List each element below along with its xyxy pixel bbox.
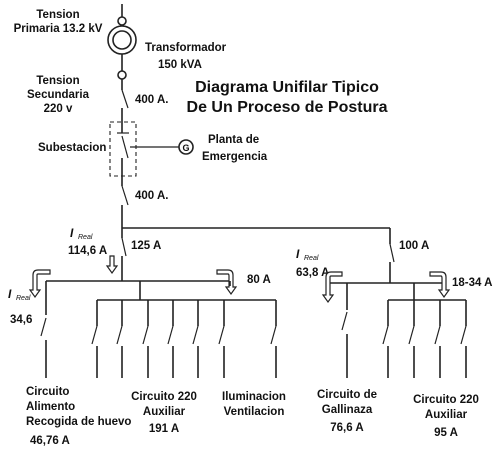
load-label-line: Circuito 220: [413, 394, 479, 406]
load-label-line: Ventilacion: [224, 406, 285, 418]
generator-label-line-2: Emergencia: [202, 151, 268, 163]
right-panel-branches: [341, 283, 467, 378]
right-panel-left-current-arrow: [321, 271, 343, 304]
transformer-label: Transformador: [145, 42, 227, 54]
substation-breaker-symbol: [121, 176, 129, 228]
main-breaker-symbol: [121, 79, 129, 122]
left-feeder-current-arrow: [105, 255, 119, 275]
left-panel-80a-arrow: [216, 269, 238, 296]
right-panel-18-34a-rating: 18-34 A: [452, 277, 493, 289]
load-label-line: Auxiliar: [425, 409, 468, 421]
substation-breaker-rating: 400 A.: [135, 190, 168, 202]
right-feeder-current-value: 63,8 A: [296, 267, 329, 279]
substation-box: [109, 121, 137, 177]
load-label-line: Alimento: [26, 401, 75, 413]
left-feeder-current-symbol: I: [70, 226, 74, 240]
secondary-voltage-label-line-2: Secundaria: [27, 89, 90, 101]
left-feeder-current-value: 114,6 A: [68, 245, 107, 257]
primary-voltage-label-line-1: Tension: [36, 9, 79, 21]
left-feeder-current-subscript: Real: [78, 234, 93, 241]
substation-switch: [117, 122, 129, 176]
left-subpanel-current-subscript: Real: [16, 295, 31, 302]
left-subpanel-current-symbol: I: [8, 287, 12, 301]
right-feeder-current-subscript: Real: [304, 255, 319, 262]
load-circuito-alimento: Circuito Alimento Recogida de huevo 46,7…: [26, 386, 131, 447]
generator-symbol: [178, 139, 194, 155]
load-label-line: Circuito: [26, 386, 69, 398]
load-label-line: Circuito 220: [131, 391, 197, 403]
left-panel-80a-rating: 80 A: [247, 274, 271, 286]
load-iluminacion-ventilacion: Iluminacion Ventilacion: [222, 391, 286, 418]
left-panel-branches: [40, 281, 277, 378]
load-circuito-220-auxiliar-right: Circuito 220 Auxiliar 95 A: [413, 394, 479, 439]
load-label-line: Auxiliar: [143, 406, 186, 418]
load-circuito-gallinaza: Circuito de Gallinaza 76,6 A: [317, 389, 377, 434]
right-panel-18-34a-arrow: [429, 271, 451, 299]
secondary-voltage-label-line-1: Tension: [36, 75, 79, 87]
load-label-line: Circuito de: [317, 389, 377, 401]
right-feeder-current-symbol: I: [296, 247, 300, 261]
transformer-symbol: [107, 4, 137, 80]
main-breaker-rating: 400 A.: [135, 94, 168, 106]
diagram-title-line-1: Diagrama Unifilar Tipico: [195, 79, 379, 96]
load-current-value: 76,6 A: [330, 422, 363, 434]
load-current-value: 191 A: [149, 423, 179, 435]
primary-voltage-label-line-2: Primaria 13.2 kV: [14, 23, 103, 35]
left-feeder-breaker-symbol: [121, 228, 127, 281]
left-subpanel-current-arrow: [28, 269, 51, 299]
left-subpanel-current-value: 34,6: [10, 314, 32, 326]
diagram-title-line-2: De Un Proceso de Postura: [187, 99, 388, 116]
load-label-line: Gallinaza: [322, 404, 373, 416]
load-label-line: Recogida de huevo: [26, 416, 131, 428]
right-feeder-breaker-symbol: [389, 235, 395, 283]
load-label-line: Iluminacion: [222, 391, 286, 403]
generator-label-line-1: Planta de: [208, 134, 259, 146]
generator-symbol-letter: G: [182, 143, 189, 153]
secondary-voltage-label-line-3: 220 v: [44, 103, 73, 115]
substation-label: Subestacion: [38, 142, 106, 154]
load-current-value: 95 A: [434, 427, 458, 439]
right-feeder-breaker-rating: 100 A: [399, 240, 429, 252]
load-circuito-220-auxiliar-left: Circuito 220 Auxiliar 191 A: [131, 391, 197, 435]
left-feeder-breaker-rating: 125 A: [131, 240, 161, 252]
load-current-value: 46,76 A: [30, 435, 70, 447]
transformer-rating: 150 kVA: [158, 59, 202, 71]
